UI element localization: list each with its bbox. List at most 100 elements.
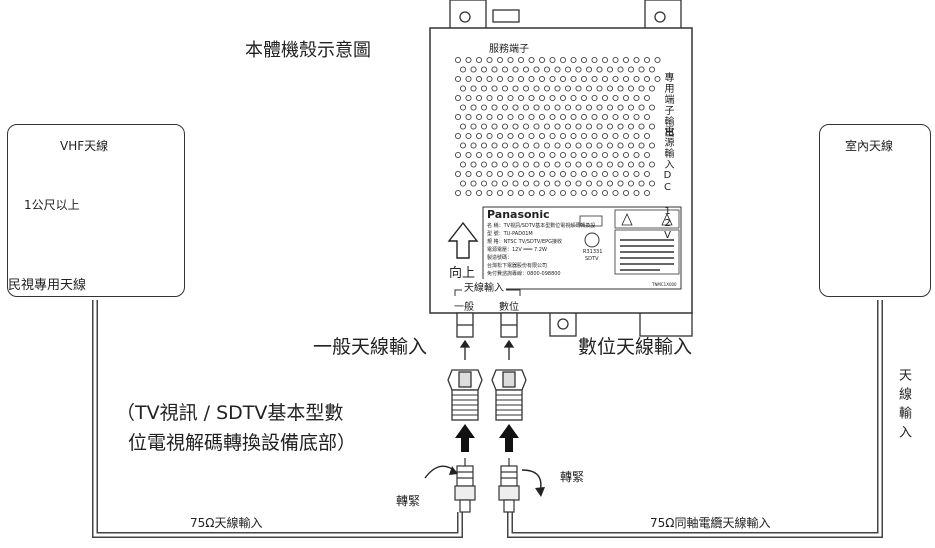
vent-hole	[533, 123, 540, 130]
vent-hole	[596, 180, 603, 187]
vent-hole	[507, 94, 514, 102]
vent-hole	[491, 161, 498, 168]
vent-hole	[648, 66, 656, 73]
vent-hole	[554, 123, 561, 130]
vent-hole	[591, 113, 598, 121]
vent-hole	[633, 132, 640, 140]
vent-hole	[512, 142, 519, 149]
vhf-box-title: VHF天線	[60, 139, 109, 153]
vent-hole	[528, 151, 535, 159]
vent-hole	[501, 180, 509, 187]
label-line: 規 格：NTSC TV/SDTV/EPG接收	[487, 239, 563, 245]
vent-hole	[575, 66, 582, 73]
vent-hole	[596, 104, 603, 111]
vent-hole	[617, 180, 624, 187]
vent-hole	[606, 104, 614, 111]
vent-hole	[517, 189, 525, 197]
vent-hole	[564, 85, 572, 92]
vent-hole	[507, 113, 514, 121]
vent-hole	[480, 142, 488, 149]
vent-hole	[617, 66, 624, 73]
vhf-antenna-box	[7, 124, 185, 297]
vent-hole	[601, 94, 609, 102]
vent-hole	[617, 85, 624, 92]
vent-hole	[522, 104, 530, 111]
vent-hole	[549, 170, 556, 178]
vent-hole	[491, 85, 498, 92]
vent-hole	[517, 113, 525, 121]
vent-hole	[533, 66, 540, 73]
vent-hole	[627, 123, 635, 130]
indoor-box-title: 室內天線	[845, 139, 894, 153]
vent-hole	[606, 123, 614, 130]
vent-hole	[633, 170, 640, 178]
vent-hole	[638, 161, 645, 168]
vent-hole	[601, 132, 609, 140]
vent-hole	[543, 161, 551, 168]
vent-hole	[475, 132, 483, 140]
vent-hole	[501, 142, 509, 149]
vent-hole	[570, 189, 577, 197]
vent-hole	[512, 123, 519, 130]
vent-hole	[612, 189, 619, 197]
vent-hole	[475, 170, 483, 178]
device-title: 本體機殼示意圖	[245, 40, 371, 61]
vent-hole	[585, 104, 593, 111]
vent-hole	[533, 161, 540, 168]
vent-hole	[617, 104, 624, 111]
vent-hole	[480, 66, 488, 73]
vent-hole	[528, 75, 535, 83]
vent-hole	[580, 151, 588, 159]
digital-antenna-input-label: 數位天線輸入	[578, 336, 693, 358]
vent-hole	[470, 142, 477, 149]
vent-hole	[591, 132, 598, 140]
vent-hole	[564, 66, 572, 73]
vent-hole	[459, 142, 467, 149]
vent-hole	[517, 132, 525, 140]
vent-hole	[612, 75, 619, 83]
vent-hole	[501, 104, 509, 111]
vent-hole	[622, 113, 630, 121]
vent-hole	[575, 180, 582, 187]
vent-hole	[580, 113, 588, 121]
vent-hole	[480, 85, 488, 92]
vent-hole	[501, 85, 509, 92]
vent-hole	[496, 189, 504, 197]
vent-hole	[486, 189, 493, 197]
vent-hole	[486, 94, 493, 102]
vent-hole	[543, 142, 551, 149]
vent-hole	[627, 66, 635, 73]
vent-hole	[501, 123, 509, 130]
vent-hole	[470, 180, 477, 187]
vent-hole	[570, 151, 577, 159]
vent-hole	[522, 123, 530, 130]
vent-hole	[643, 113, 651, 121]
vent-hole	[538, 132, 546, 140]
vent-hole	[486, 113, 493, 121]
vent-hole	[575, 123, 582, 130]
label-line: 電源電壓：12V ═══ 7.2W	[487, 247, 547, 253]
vent-hole	[601, 151, 609, 159]
vent-hole	[591, 189, 598, 197]
vent-hole	[543, 85, 551, 92]
vent-hole	[465, 94, 472, 102]
label-line: 製造號碼：	[487, 255, 513, 261]
vent-hole	[612, 56, 619, 64]
vent-hole	[606, 85, 614, 92]
vent-hole	[585, 85, 593, 92]
vent-hole	[633, 94, 640, 102]
vent-hole	[486, 75, 493, 83]
vent-hole	[554, 142, 561, 149]
vent-hole	[512, 66, 519, 73]
vent-hole	[627, 142, 635, 149]
vent-hole	[549, 113, 556, 121]
vent-hole	[648, 142, 656, 149]
vent-hole	[654, 56, 661, 64]
vent-hole	[543, 104, 551, 111]
vent-hole	[475, 189, 483, 197]
vent-hole	[585, 161, 593, 168]
vent-hole	[538, 56, 546, 64]
vent-hole	[470, 104, 477, 111]
vent-hole	[538, 75, 546, 83]
